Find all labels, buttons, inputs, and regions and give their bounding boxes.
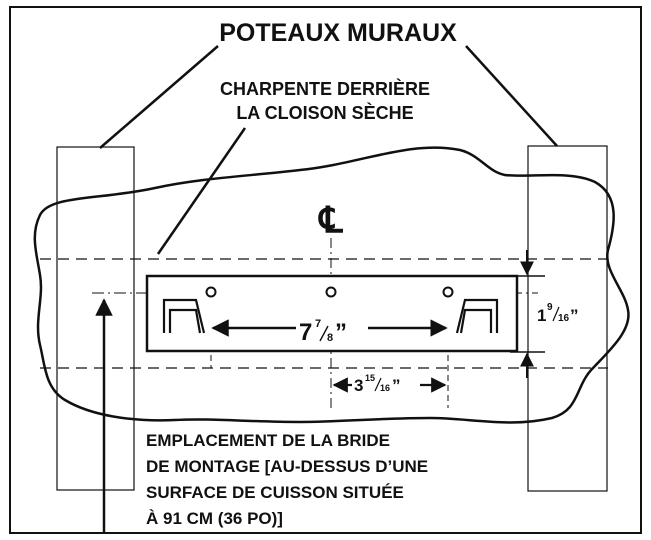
- mounting-hole-center: [325, 286, 337, 298]
- height-dimension-label: 1 9 16 ”: [537, 302, 579, 325]
- mounting-hole-right: [442, 286, 454, 298]
- height-dim-num: 9: [547, 302, 553, 313]
- offset-dim-slash: [374, 377, 382, 392]
- height-dim-whole: 1: [537, 306, 546, 325]
- mounting-holes: [205, 286, 454, 298]
- note-line3: SURFACE DE CUISSON SITUÉE: [146, 483, 404, 502]
- bracket-tab-right: [455, 298, 499, 334]
- height-dim-slash: [552, 306, 560, 322]
- width-dim-den: 8: [327, 332, 333, 344]
- width-dim-slash: [319, 325, 329, 342]
- centerline-symbol: ℄: [317, 200, 343, 240]
- bracket-tab-left: [162, 298, 206, 334]
- note-line2: DE MONTAGE [AU-DESSUS D’UNE: [146, 457, 428, 476]
- width-dim-whole: 7: [299, 319, 312, 346]
- note-line1: EMPLACEMENT DE LA BRIDE: [146, 431, 390, 450]
- drywall-outline: [33, 146, 630, 424]
- title-wall-studs: POTEAUX MURAUX: [219, 19, 457, 47]
- offset-dim-num: 15: [365, 373, 375, 383]
- width-dim-unit: ”: [335, 319, 347, 346]
- note-line4: À 91 CM (36 PO)]: [146, 509, 283, 528]
- wall-stud-left: [56, 146, 135, 491]
- framing-leader: [156, 127, 247, 255]
- title-leader-left: [99, 45, 219, 149]
- wall-stud-right: [527, 145, 608, 492]
- offset-dim-unit: ”: [392, 376, 401, 395]
- title-leader-right: [465, 45, 558, 147]
- offset-dimension-label: 3 15 16 ”: [354, 373, 401, 395]
- mounting-note: EMPLACEMENT DE LA BRIDE DE MONTAGE [AU-D…: [146, 431, 428, 528]
- offset-dim-whole: 3: [354, 376, 363, 395]
- width-dimension-label: 7 7 8 ”: [299, 318, 347, 346]
- offset-dim-den: 16: [380, 383, 390, 393]
- height-dim-unit: ”: [570, 306, 579, 325]
- outer-frame: [9, 6, 642, 534]
- height-dim-den: 16: [558, 313, 570, 324]
- mounting-hole-left: [205, 286, 217, 298]
- width-dim-num: 7: [315, 318, 321, 330]
- framing-label-line2: LA CLOISON SÈCHE: [236, 102, 413, 123]
- framing-label-line1: CHARPENTE DERRIÈRE: [220, 78, 430, 99]
